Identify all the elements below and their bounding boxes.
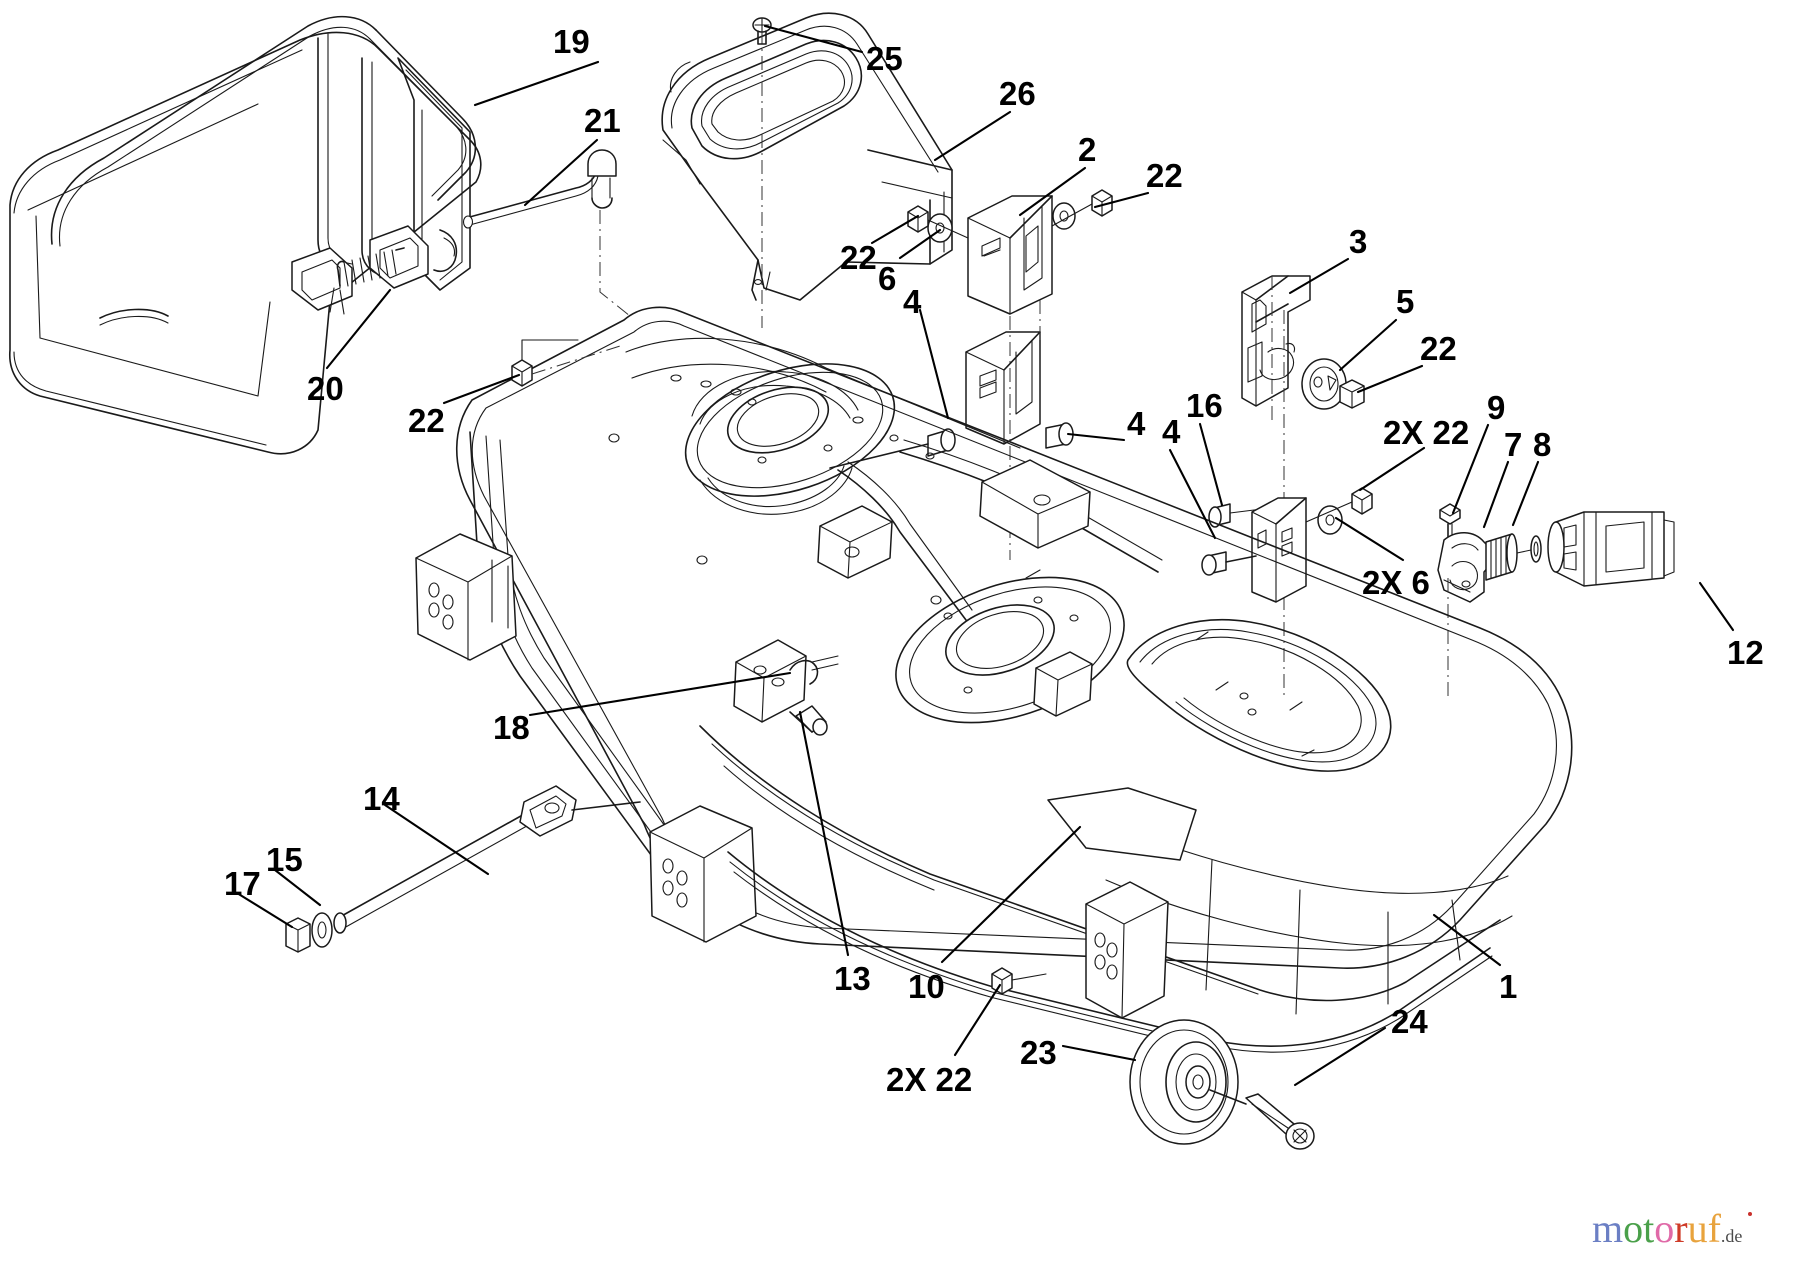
leader-line-21 — [523, 138, 599, 207]
watermark-letter: m — [1592, 1206, 1624, 1251]
leader-line-4 — [918, 308, 950, 420]
leader-line-22 — [1093, 191, 1150, 209]
leader-line-2x-6 — [1334, 516, 1405, 562]
leader-line-4 — [1066, 432, 1126, 442]
leader-line-10 — [940, 825, 1082, 964]
callout-label-7: 7 — [1504, 426, 1523, 463]
callout-label-9: 9 — [1487, 389, 1506, 426]
bracket-part-2-group — [829, 189, 1113, 560]
deck-rod-group — [733, 639, 839, 736]
anti-scalp-wheel-part-23 — [1129, 1019, 1315, 1150]
callout-label-3: 3 — [1349, 223, 1368, 260]
callout-label-12: 12 — [1727, 634, 1764, 671]
leader-line-12 — [1698, 581, 1735, 632]
leader-line-2 — [1018, 166, 1087, 217]
leader-line-9 — [1451, 423, 1490, 515]
watermark-letters: motoruf — [1592, 1206, 1721, 1251]
callout-label-1: 1 — [1499, 968, 1518, 1005]
callout-label-22: 22 — [1146, 157, 1183, 194]
callout-label-2x-22: 2X 22 — [886, 1061, 973, 1098]
callout-label-22: 22 — [840, 239, 877, 276]
callout-label-2: 2 — [1078, 131, 1097, 168]
leader-line-22 — [442, 373, 521, 405]
callout-label-10: 10 — [908, 968, 945, 1005]
bracket-lower-right-group — [1045, 422, 1373, 603]
leader-line-8 — [1511, 460, 1540, 527]
leader-line-26 — [933, 110, 1012, 162]
callout-label-24: 24 — [1391, 1003, 1428, 1040]
bagger-hood-assembly — [9, 15, 631, 455]
callout-label-2x-22: 2X 22 — [1383, 414, 1470, 451]
callout-label-5: 5 — [1396, 283, 1415, 320]
leader-line-2x-22 — [953, 983, 1002, 1057]
watermark-letter: f — [1707, 1206, 1721, 1251]
leader-line-2x-22 — [1358, 446, 1426, 492]
callout-label-2x-6: 2X 6 — [1362, 564, 1430, 601]
callout-label-15: 15 — [266, 841, 303, 878]
leader-line-24 — [1293, 1026, 1387, 1087]
leader-lines — [235, 24, 1735, 1087]
callout-label-25: 25 — [866, 40, 903, 77]
spring-part-20 — [329, 247, 405, 315]
leader-line-3 — [1288, 257, 1350, 295]
leader-line-6 — [898, 228, 942, 260]
mower-deck-part-1 — [415, 306, 1573, 1053]
watermark-letter: t — [1643, 1206, 1655, 1251]
leader-line-7 — [1482, 460, 1510, 529]
leader-line-4 — [1168, 448, 1217, 540]
callout-label-4: 4 — [1162, 413, 1181, 450]
leader-line-13 — [798, 710, 850, 957]
leader-line-22 — [870, 214, 920, 245]
leader-line-18 — [528, 671, 792, 717]
rod-part-21 — [462, 149, 617, 229]
callout-label-4: 4 — [1127, 405, 1146, 442]
leader-line-25 — [763, 24, 864, 54]
callout-label-22: 22 — [408, 402, 445, 439]
callout-label-22: 22 — [1420, 330, 1457, 367]
watermark-tld: .de — [1720, 1226, 1743, 1246]
nut-part-22-deck-left — [511, 339, 621, 387]
callout-label-13: 13 — [834, 960, 871, 997]
callout-label-14: 14 — [363, 780, 400, 817]
callout-label-4: 4 — [903, 283, 922, 320]
callout-label-8: 8 — [1533, 426, 1552, 463]
leader-line-15 — [273, 868, 322, 907]
leader-line-5 — [1338, 318, 1398, 372]
watermark-letter: o — [1654, 1206, 1675, 1251]
watermark-letter: o — [1623, 1206, 1644, 1251]
callout-label-19: 19 — [553, 23, 590, 60]
bracket-part-3-group — [1241, 275, 1365, 700]
watermark-letter: r — [1674, 1206, 1688, 1251]
leader-line-1 — [1432, 913, 1502, 967]
callout-label-6: 6 — [878, 260, 897, 297]
leader-line-14 — [383, 803, 490, 876]
callout-label-23: 23 — [1020, 1034, 1057, 1071]
motoruf-watermark: motoruf.de — [1592, 1206, 1792, 1252]
callout-label-20: 20 — [307, 370, 344, 407]
deflector-cover-part-26 — [661, 12, 953, 328]
leader-line-17 — [235, 891, 294, 929]
leader-line-16 — [1198, 422, 1224, 507]
callout-label-18: 18 — [493, 709, 530, 746]
leader-line-19 — [473, 60, 600, 107]
callout-label-17: 17 — [224, 865, 261, 902]
leader-line-20 — [325, 288, 392, 370]
callout-label-26: 26 — [999, 75, 1036, 112]
callout-label-21: 21 — [584, 102, 621, 139]
bolt-part-25 — [752, 17, 772, 45]
bolt-part-24 — [1209, 1089, 1315, 1150]
rod-assembly-part-14 — [285, 785, 641, 953]
leader-line-22 — [1356, 364, 1424, 394]
watermark-letter: u — [1687, 1206, 1708, 1251]
watermark-dot — [1748, 1212, 1752, 1216]
hose-fitting-group — [1437, 503, 1675, 700]
callout-label-16: 16 — [1186, 387, 1223, 424]
leader-line-23 — [1061, 1044, 1137, 1062]
